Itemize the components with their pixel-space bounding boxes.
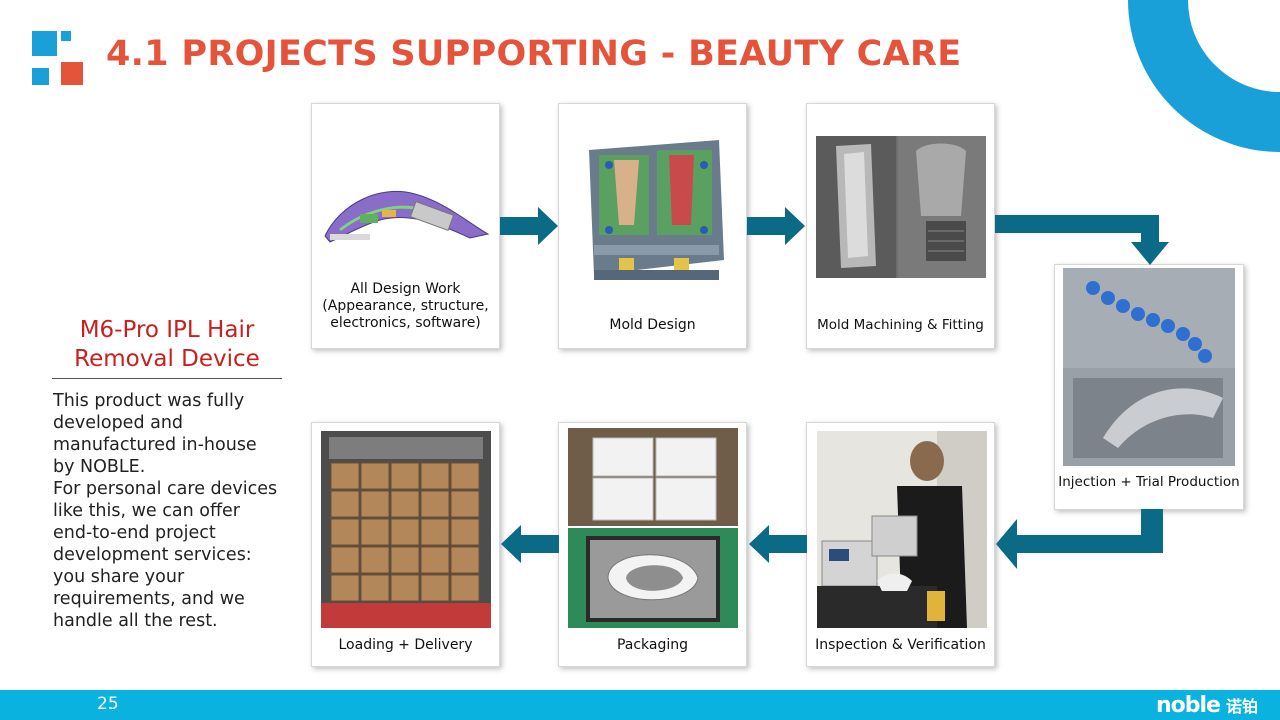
injection-molding-photo <box>1063 268 1235 466</box>
brand-name: noble <box>1155 692 1221 718</box>
page-number: 25 <box>97 694 119 714</box>
step-card-packaging: Packaging <box>558 422 747 667</box>
step-caption-packaging: Packaging <box>616 637 689 653</box>
brand-name-cn: 诺铂 <box>1225 697 1258 716</box>
product-title: M6-Pro IPL Hair Removal Device <box>74 317 260 372</box>
arrow-left-icon <box>749 525 807 563</box>
container-loading-photo <box>321 431 491 628</box>
arrow-right-icon <box>500 207 558 245</box>
arrow-bend-down-icon <box>995 215 1169 265</box>
product-description: This product was fully developed and man… <box>53 391 278 631</box>
brand-logo: noble 诺铂 <box>1156 691 1258 719</box>
decorative-arc-icon <box>1128 0 1280 152</box>
step-caption-mold-design: Mold Design <box>609 317 696 333</box>
arrow-left-icon <box>501 525 559 563</box>
mold-design-render-image <box>579 130 729 286</box>
arrow-bend-left-icon <box>996 509 1163 569</box>
step-card-loading: Loading + Delivery <box>311 422 500 667</box>
footer-bar: 25 noble 诺铂 <box>0 690 1280 720</box>
packaging-box-photo <box>568 428 738 628</box>
step-caption-mold-machining: Mold Machining & Fitting <box>817 317 984 333</box>
step-card-injection: Injection + Trial Production <box>1054 264 1244 510</box>
step-card-mold-machining: Mold Machining & Fitting <box>806 103 995 349</box>
mold-machining-photo <box>816 136 986 278</box>
step-card-design: All Design Work (Appearance, structure, … <box>311 103 500 349</box>
step-caption-injection: Injection + Trial Production <box>1058 474 1240 490</box>
cad-device-model-image <box>320 164 492 254</box>
step-caption-inspection: Inspection & Verification <box>815 637 986 653</box>
step-caption-loading: Loading + Delivery <box>338 637 473 653</box>
step-caption-design: All Design Work (Appearance, structure, … <box>322 281 489 331</box>
divider <box>52 378 282 379</box>
arrow-right-icon <box>747 207 805 245</box>
logo-squares-icon <box>32 31 84 85</box>
page-title: 4.1 PROJECTS SUPPORTING - BEAUTY CARE <box>106 34 962 74</box>
inspection-worker-photo <box>817 431 987 628</box>
step-card-inspection: Inspection & Verification <box>806 422 995 667</box>
step-card-mold-design: Mold Design <box>558 103 747 349</box>
